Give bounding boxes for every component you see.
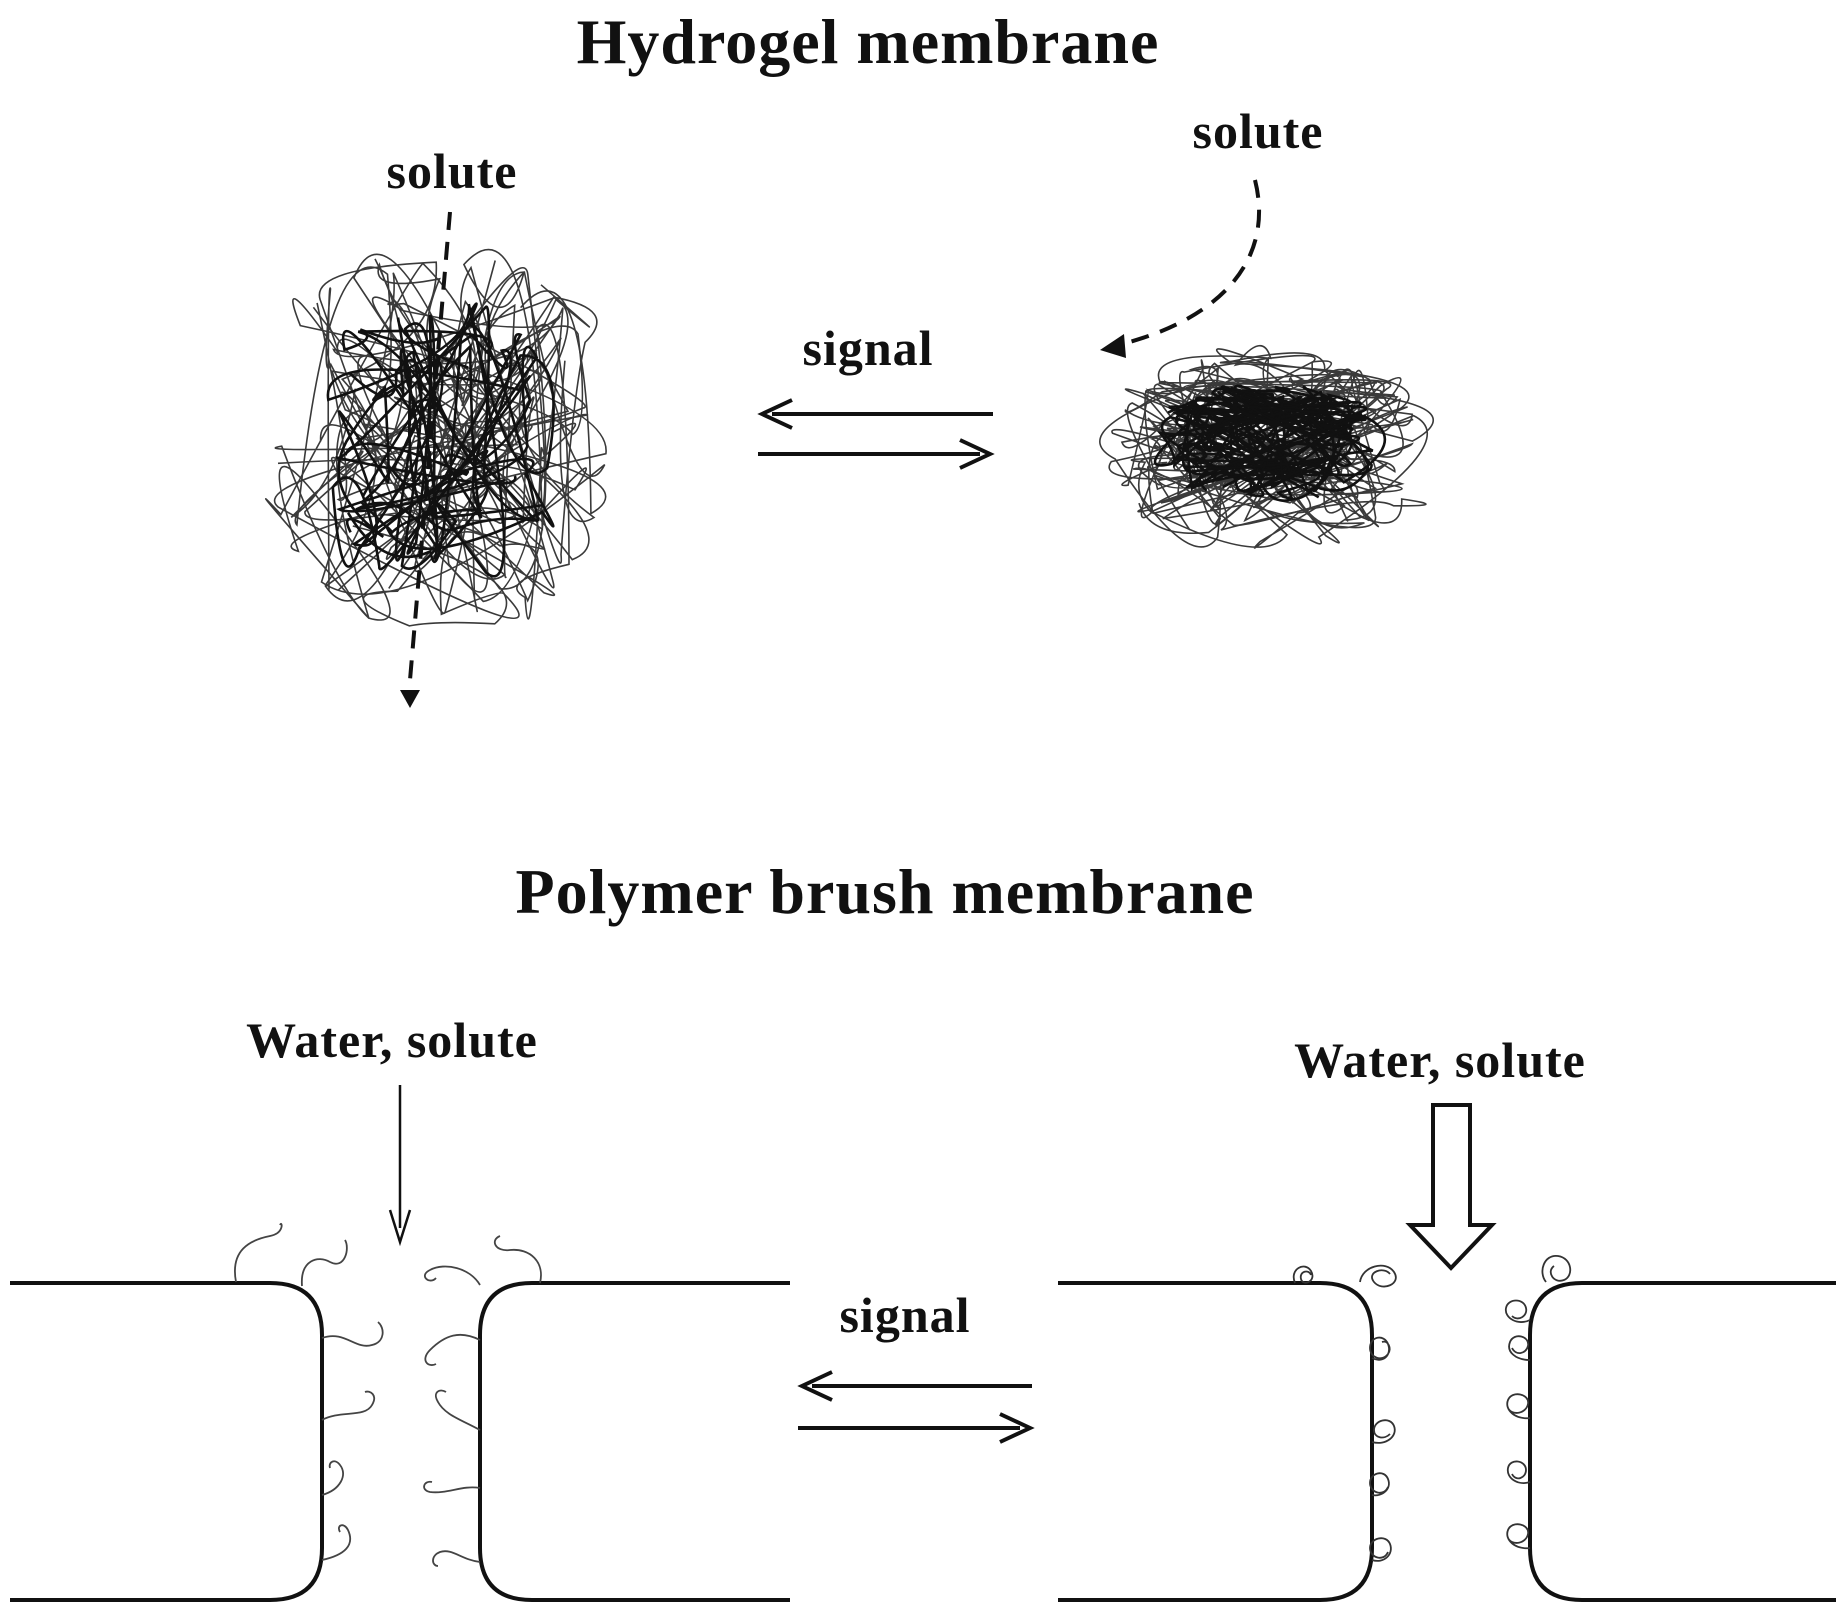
polymer-chain xyxy=(319,296,569,627)
collapsed-hydrogel-coil xyxy=(1099,345,1434,549)
solute-path-through-gel xyxy=(400,211,452,708)
signal-label-brush: signal xyxy=(839,1287,970,1343)
wide-flow-arrow xyxy=(1405,1103,1497,1271)
membrane-pore-collapsed xyxy=(1058,1281,1836,1602)
swollen-hydrogel-coil xyxy=(265,248,607,627)
collapsed-polymer-brushes xyxy=(1292,1255,1572,1562)
polymer-chain xyxy=(1130,362,1402,527)
polymer-chain xyxy=(349,302,544,578)
solute-label-left: solute xyxy=(387,143,518,199)
brush-title: Polymer brush membrane xyxy=(516,856,1255,927)
flow-label-right: Water, solute xyxy=(1294,1032,1586,1088)
solute-label-right: solute xyxy=(1193,103,1324,159)
thin-flow-arrow xyxy=(388,1085,412,1247)
equilibrium-arrows-hydrogel xyxy=(757,398,995,470)
flow-label-left: Water, solute xyxy=(246,1012,538,1068)
polymer-chain xyxy=(1216,386,1386,484)
polymer-chain xyxy=(1184,387,1374,493)
extended-polymer-brushes xyxy=(234,1223,542,1567)
polymer-chain xyxy=(1153,388,1354,493)
polymer-chain xyxy=(339,267,570,620)
solute-blocked-arrow xyxy=(1100,179,1261,358)
hydrogel-title: Hydrogel membrane xyxy=(577,6,1160,77)
polymer-chain xyxy=(337,333,512,550)
polymer-chain xyxy=(346,322,540,564)
signal-label-hydrogel: signal xyxy=(802,320,933,376)
polymer-chain xyxy=(1160,378,1405,504)
equilibrium-arrows-brush xyxy=(797,1370,1035,1444)
membrane-pore-open xyxy=(10,1281,790,1602)
